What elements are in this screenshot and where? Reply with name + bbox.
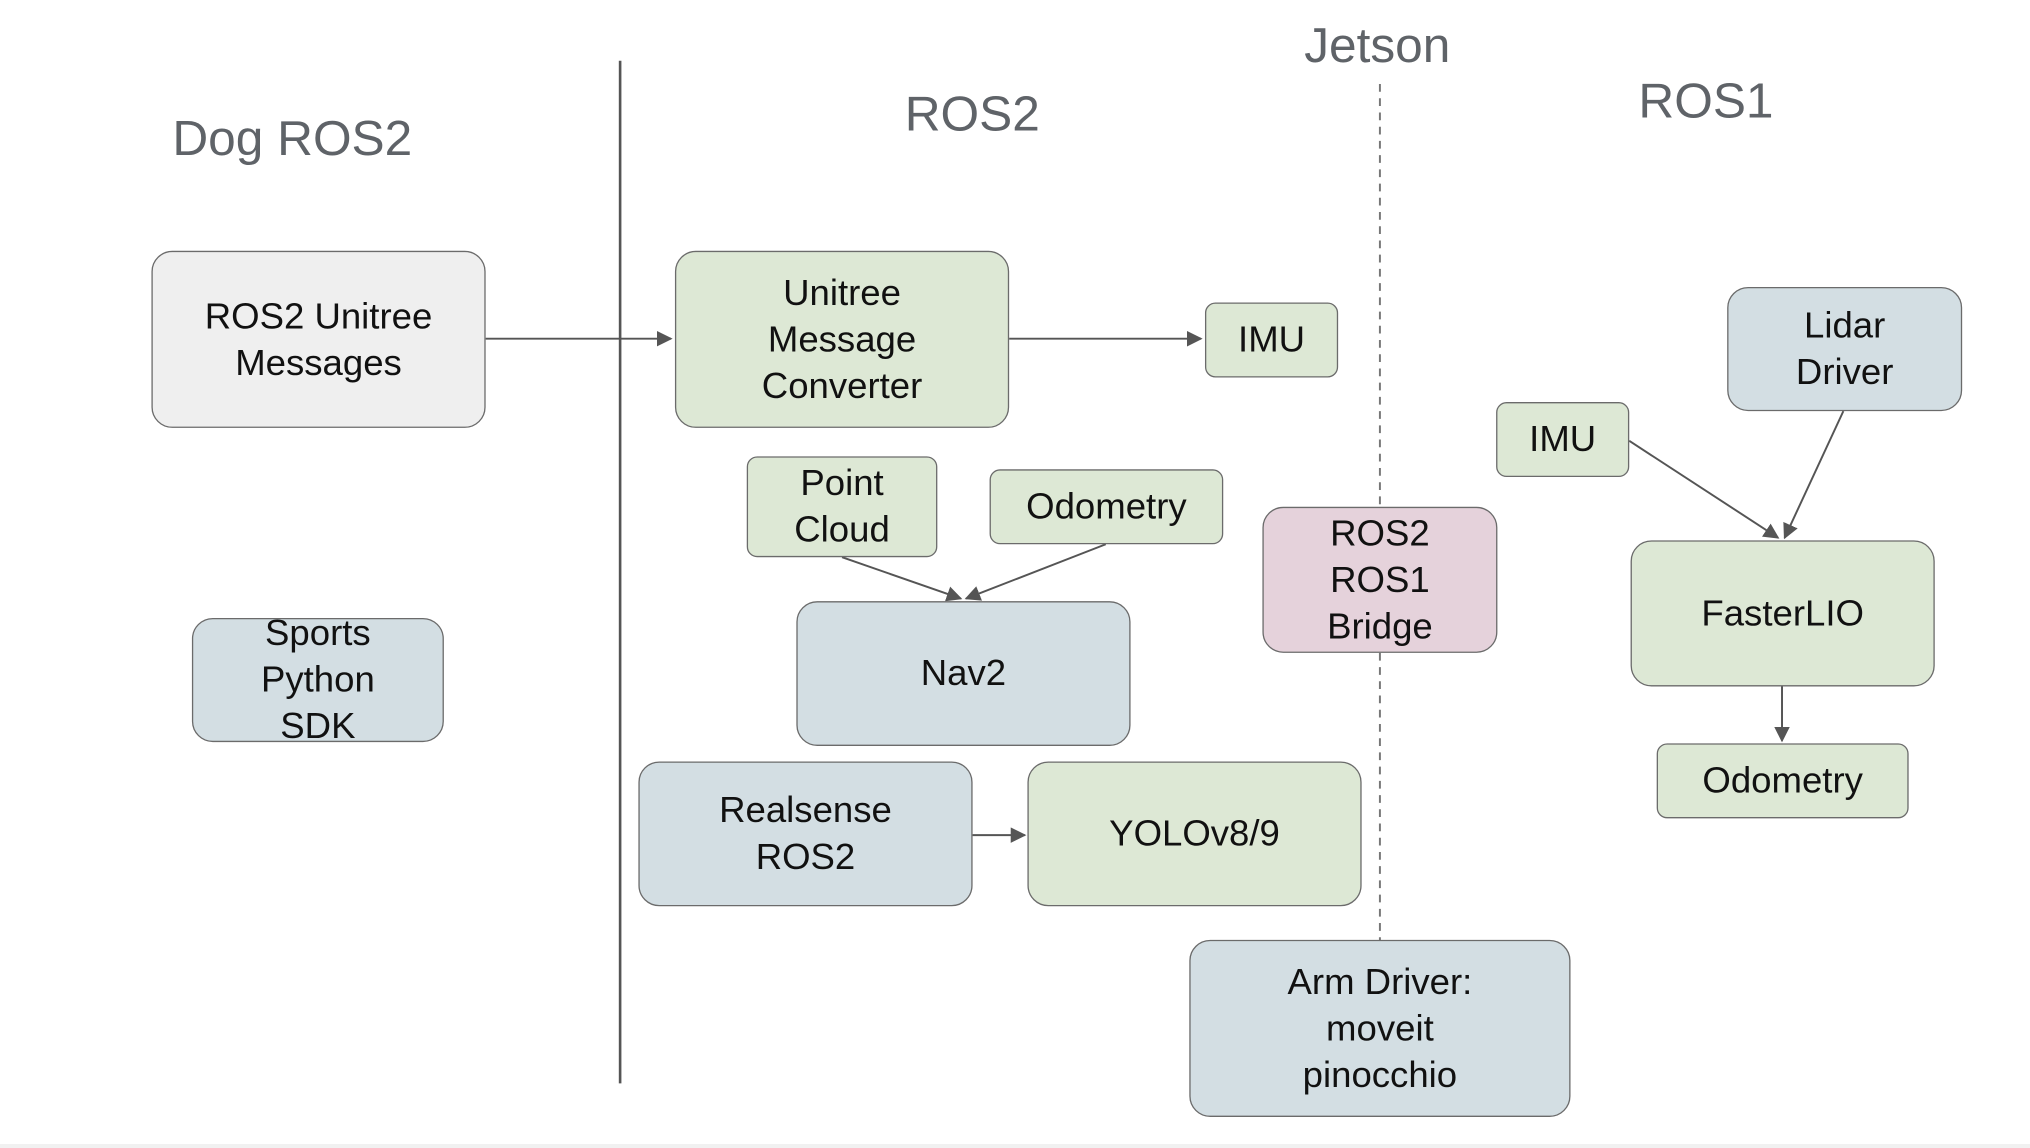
heading-ros2: ROS2 (904, 87, 1040, 143)
edge-odometry-to-nav2 (964, 543, 1107, 601)
node-sports-python-sdk: Sports Python SDK (191, 617, 444, 743)
node-fasterlio: FasterLIO (1630, 540, 1935, 687)
node-lidar-driver: Lidar Driver (1727, 287, 1963, 412)
heading-jetson: Jetson (1304, 19, 1451, 74)
node-nav2: Nav2 (796, 601, 1131, 746)
edge-imu-to-fasterlio (1628, 440, 1780, 539)
edge-pointcloud-to-nav2 (841, 556, 963, 602)
node-imu-ros2: IMU (1204, 302, 1339, 378)
bottom-strip (0, 1144, 2030, 1148)
node-ros2-ros1-bridge: ROS2 ROS1 Bridge (1262, 506, 1498, 653)
node-ros2-unitree-messages: ROS2 Unitree Messages (151, 250, 486, 428)
node-unitree-message-converter: Unitree Message Converter (674, 250, 1010, 428)
node-yolo: YOLOv8/9 (1027, 761, 1362, 907)
node-arm-driver: Arm Driver: moveit pinocchio (1189, 939, 1571, 1117)
node-imu-ros1: IMU (1496, 402, 1630, 478)
node-odometry-ros1: Odometry (1656, 743, 1909, 819)
node-point-cloud: Point Cloud (746, 456, 938, 558)
edge-lidar-to-fasterlio (1783, 410, 1845, 540)
heading-ros1: ROS1 (1638, 74, 1774, 130)
heading-dog-ros2: Dog ROS2 (172, 112, 413, 167)
node-realsense-ros2: Realsense ROS2 (638, 761, 973, 907)
node-odometry-ros2: Odometry (989, 469, 1224, 545)
